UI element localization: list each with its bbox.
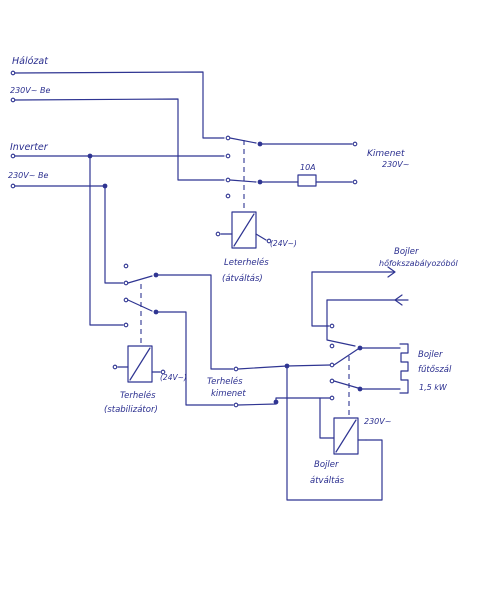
relay2-output-wire-1: [157, 274, 234, 370]
label-terheles-kimenet-2: kimenet: [211, 389, 246, 399]
label-relay3-voltage: 230V~: [364, 417, 391, 426]
relay2-contact: [123, 263, 129, 269]
terheles-kimenet-terminal: [233, 366, 239, 372]
junction-dot: [273, 399, 279, 405]
label-boiler-hofok-1: Bojler: [394, 247, 419, 257]
label-halozat: Hálózat: [12, 56, 49, 67]
label-relay2-voltage: (24V~): [160, 373, 187, 382]
junction-dot: [153, 309, 159, 315]
boiler-relay-coil-mark: [335, 419, 357, 453]
label-terheles-kimenet-1: Terhelés: [207, 376, 243, 387]
junction-dot: [257, 179, 263, 185]
label-kimenet: Kimenet: [367, 149, 405, 159]
fuse-symbol: [297, 174, 317, 187]
mains-wire-2: [14, 98, 225, 181]
boiler-relay-contact: [329, 343, 335, 349]
terheles-kimenet-wire-2: [237, 397, 331, 406]
thermostat-wire-2-down: [326, 299, 356, 347]
relay1-contact: [225, 153, 231, 159]
terheles-kimenet-terminal: [233, 402, 239, 408]
relay2-output-wire-2: [157, 311, 234, 406]
inverter-terminal-2: [10, 183, 16, 189]
label-relay3-name-1: Bojler: [314, 460, 339, 470]
terheles-kimenet-wire-1: [286, 364, 331, 367]
relay1-contact: [225, 193, 231, 199]
junction-dot: [357, 345, 363, 351]
mains-terminal-1: [10, 70, 16, 76]
label-kimenet-voltage: 230V~: [382, 160, 409, 169]
boiler-relay-coil: [333, 417, 359, 455]
output-terminal-2: [352, 179, 358, 185]
relay2-contact: [123, 280, 129, 286]
inverter-terminal-1: [10, 153, 16, 159]
boiler-relay-switch-arm: [333, 380, 359, 389]
inverter-wire-to-relay2: [104, 185, 124, 284]
label-inverter-voltage: 230V~ Be: [8, 171, 48, 180]
relay1-coil-terminal: [215, 231, 221, 237]
relay2-coil: [127, 345, 153, 383]
label-inverter: Inverter: [10, 142, 49, 153]
label-boiler-futo-2: fűtőszál: [418, 365, 452, 375]
label-relay1-name-1: Leterhelés: [224, 257, 269, 268]
junction-dot: [153, 272, 159, 278]
relay2-switch-arm: [127, 275, 153, 284]
relay1-coil-terminal: [266, 238, 272, 244]
label-boiler-futo-3: 1,5 kW: [419, 383, 448, 392]
relay2-coil-terminal: [160, 369, 166, 375]
junction-dot: [357, 386, 363, 392]
inverter-wire-to-relay2: [89, 155, 124, 326]
boiler-relay-contact: [329, 395, 335, 401]
relay1-contact: [225, 135, 231, 141]
relay1-contact: [225, 177, 231, 183]
boiler-coil-lead: [319, 397, 335, 439]
mains-terminal-2: [10, 97, 16, 103]
label-relay1-voltage: (24V~): [270, 239, 297, 248]
boiler-relay-contact: [329, 323, 335, 329]
thermostat-wire-1-down: [311, 271, 330, 327]
relay2-contact: [123, 322, 129, 328]
junction-dot: [257, 141, 263, 147]
boiler-relay-switch-arm: [333, 348, 359, 366]
label-boiler-futo-1: Bojler: [418, 350, 443, 360]
mains-wire-1: [14, 71, 225, 139]
thermostat-arrow-icon: [387, 266, 396, 278]
relay1-coil-mark: [233, 213, 255, 247]
heater-element-icon: [399, 343, 409, 394]
relay2-contact: [123, 297, 129, 303]
thermostat-arrow-icon: [394, 294, 403, 306]
boiler-relay-contact: [329, 362, 335, 368]
label-fuse: 10A: [300, 163, 316, 172]
relay2-coil-mark: [129, 347, 151, 381]
label-halozat-voltage: 230V~ Be: [10, 86, 50, 95]
relay1-coil-lead: [255, 233, 267, 241]
label-relay2-name-1: Terhelés: [120, 390, 156, 401]
label-relay1-name-2: (átváltás): [222, 274, 263, 284]
relay1-coil: [231, 211, 257, 249]
boiler-relay-contact: [329, 378, 335, 384]
relay1-switch-arm: [229, 137, 257, 144]
label-relay2-name-2: (stabilizátor): [104, 405, 158, 415]
boiler-relay-supply-wire: [237, 365, 383, 501]
label-boiler-hofok-2: hőfokszabályozóból: [379, 258, 458, 268]
relay1-switch-arm: [229, 179, 257, 183]
label-relay3-name-2: átváltás: [310, 476, 345, 486]
output-terminal-1: [352, 141, 358, 147]
relay2-coil-terminal: [112, 364, 118, 370]
relay2-switch-arm: [127, 299, 153, 312]
